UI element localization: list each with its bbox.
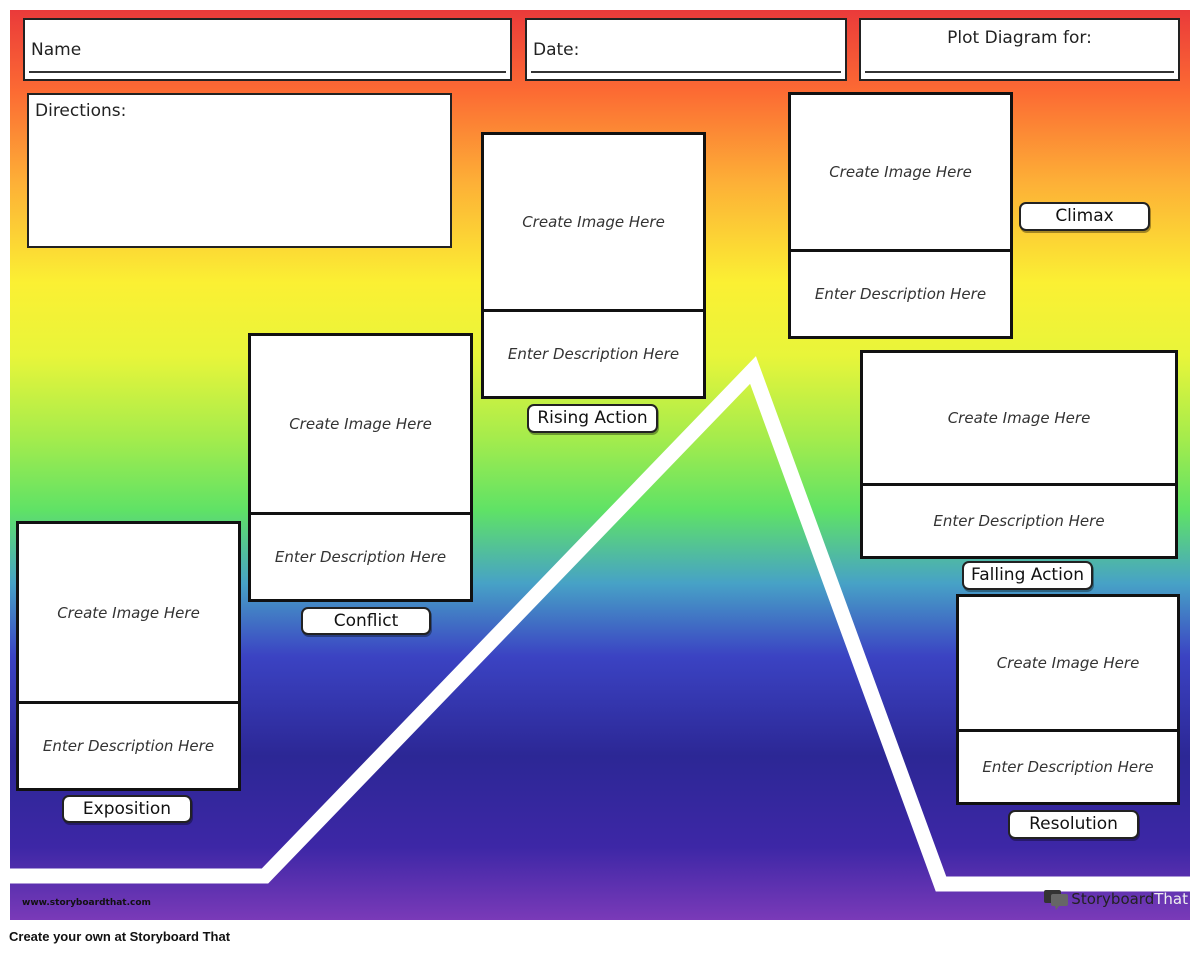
panel-conflict: Create Image Here Enter Description Here (248, 333, 473, 602)
footer-text[interactable]: Create your own at Storyboard That (9, 929, 231, 944)
description-placeholder[interactable]: Enter Description Here (274, 548, 447, 566)
label-resolution: Resolution (1008, 810, 1139, 839)
plot-diagram-board: Name Date: Plot Diagram for: Directions:… (10, 10, 1190, 920)
image-placeholder[interactable]: Create Image Here (19, 524, 238, 704)
directions-label: Directions: (35, 101, 127, 121)
speech-bubble-icon (1044, 890, 1069, 910)
date-field[interactable]: Date: (525, 18, 847, 81)
panel-falling-action: Create Image Here Enter Description Here (860, 350, 1178, 559)
date-underline (531, 71, 841, 73)
label-climax: Climax (1019, 202, 1150, 231)
panel-resolution: Create Image Here Enter Description Here (956, 594, 1180, 805)
name-underline (29, 71, 506, 73)
watermark-url: www.storyboardthat.com (22, 898, 151, 908)
description-placeholder[interactable]: Enter Description Here (982, 758, 1154, 776)
plot-diagram-for-field[interactable]: Plot Diagram for: (859, 18, 1180, 81)
image-placeholder[interactable]: Create Image Here (791, 95, 1010, 252)
image-placeholder[interactable]: Create Image Here (484, 135, 703, 312)
plot-line (10, 356, 1190, 892)
name-label: Name (31, 40, 82, 60)
image-placeholder[interactable]: Create Image Here (959, 597, 1177, 732)
brand-part1: Storyboard (1071, 890, 1155, 908)
brand-part2: That (1154, 890, 1188, 908)
plot-diagram-for-underline (865, 71, 1174, 73)
plot-diagram-for-label: Plot Diagram for: (947, 28, 1092, 48)
name-field[interactable]: Name (23, 18, 512, 81)
description-placeholder[interactable]: Enter Description Here (42, 737, 215, 755)
image-placeholder[interactable]: Create Image Here (251, 336, 470, 515)
label-conflict: Conflict (301, 607, 431, 635)
date-label: Date: (533, 40, 580, 60)
label-falling-action: Falling Action (962, 561, 1093, 590)
panel-rising-action: Create Image Here Enter Description Here (481, 132, 706, 399)
panel-exposition: Create Image Here Enter Description Here (16, 521, 241, 791)
description-placeholder[interactable]: Enter Description Here (507, 345, 680, 363)
description-placeholder[interactable]: Enter Description Here (933, 512, 1105, 530)
label-rising-action: Rising Action (527, 404, 658, 433)
label-exposition: Exposition (62, 795, 192, 823)
description-placeholder[interactable]: Enter Description Here (814, 285, 987, 303)
panel-climax: Create Image Here Enter Description Here (788, 92, 1013, 339)
directions-box[interactable]: Directions: (27, 93, 452, 248)
image-placeholder[interactable]: Create Image Here (863, 353, 1175, 486)
